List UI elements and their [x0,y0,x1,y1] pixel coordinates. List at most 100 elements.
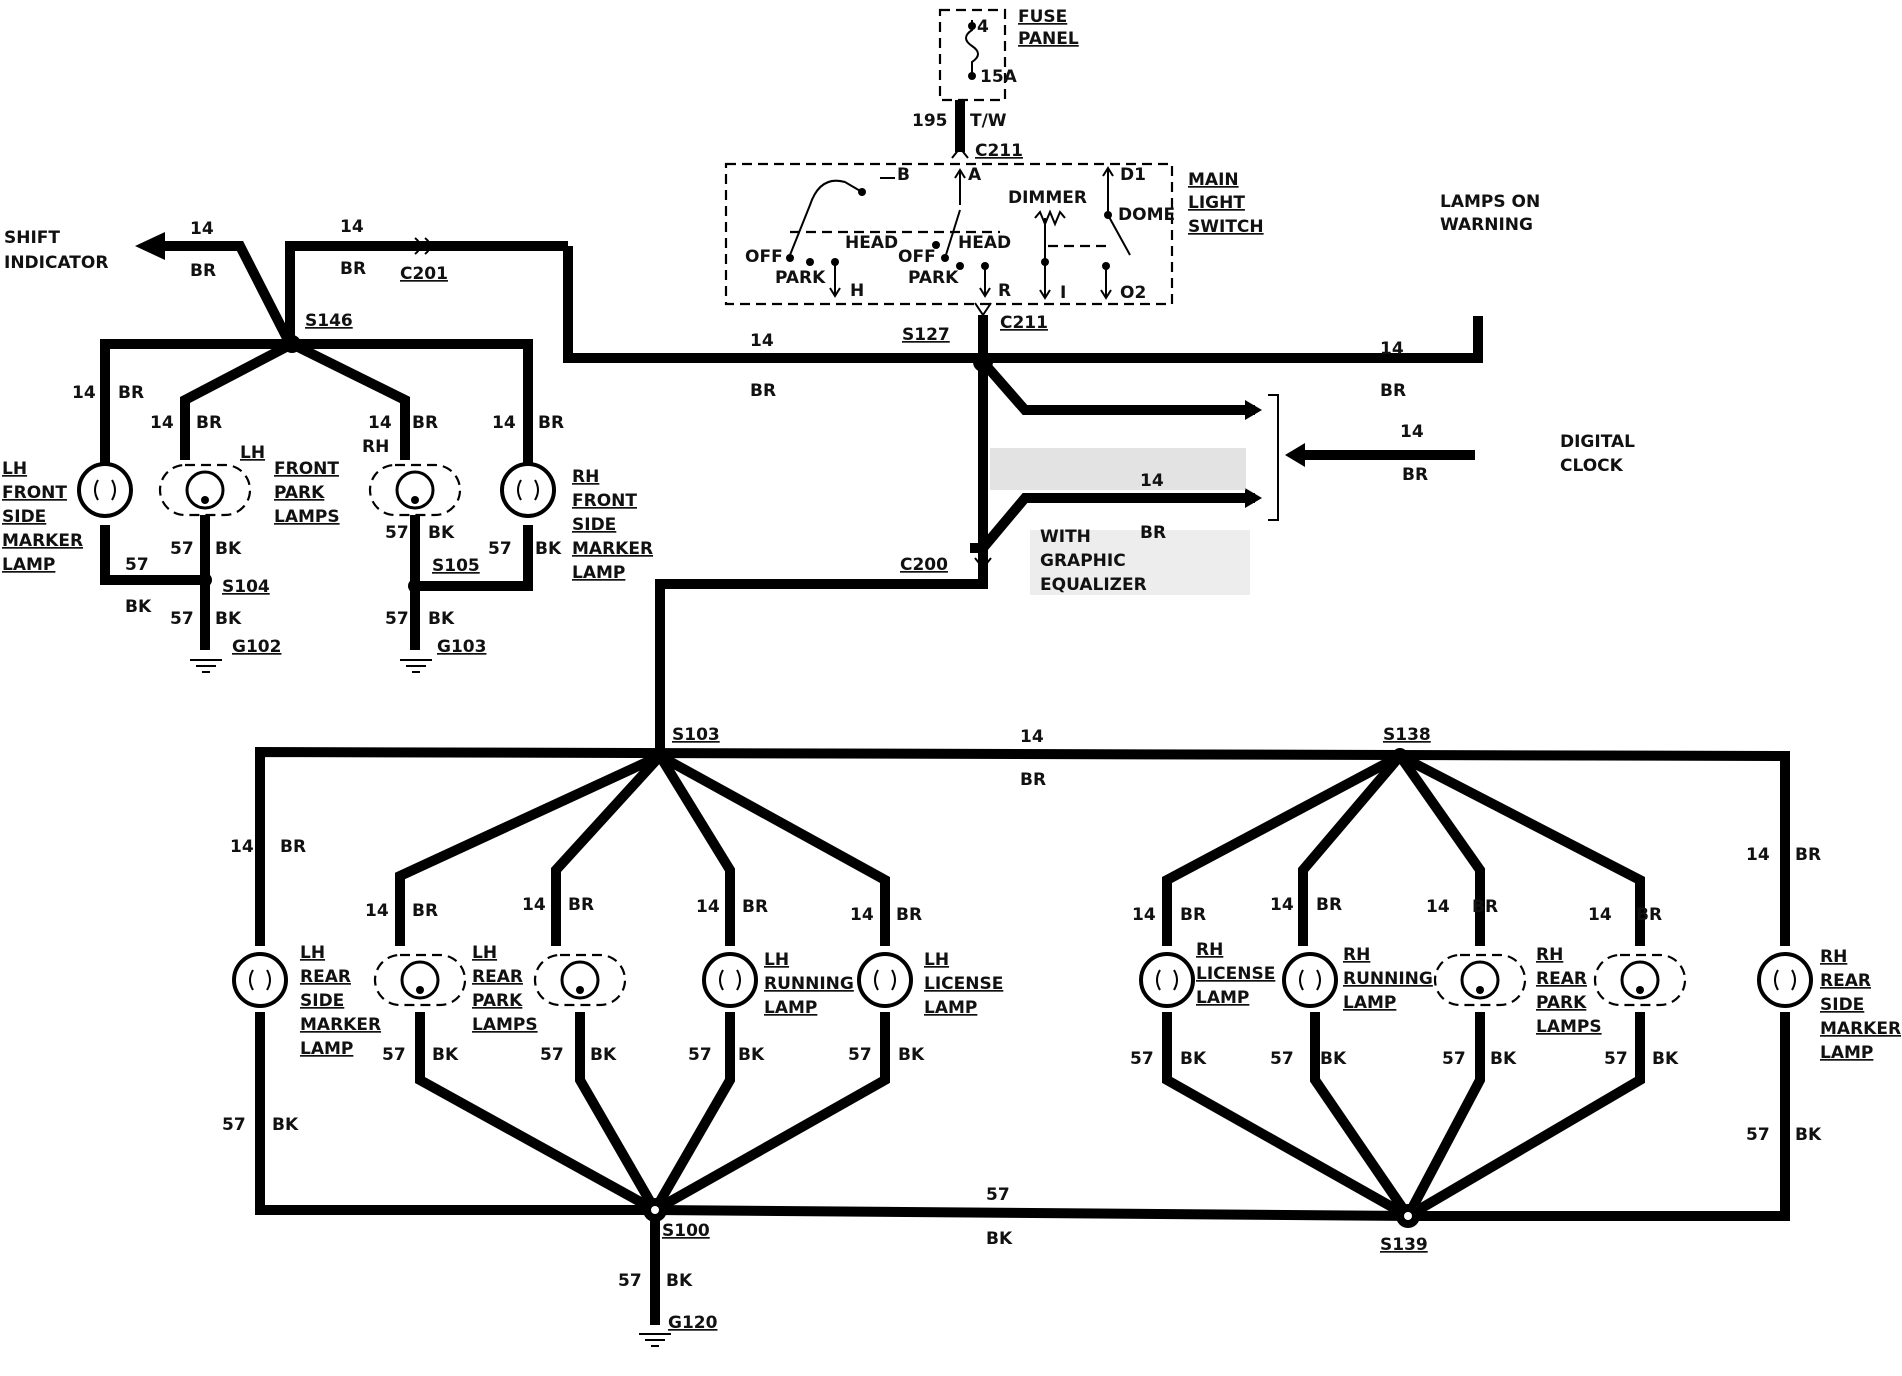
wire-br-label: BR [742,897,768,917]
wire-n57-label: 57 [1746,1125,1770,1145]
wire-n14-label: 14 [1020,727,1044,747]
fuse-panel-label-1: FUSE [1018,7,1067,27]
rh-license-lamp [1139,952,1195,1008]
lh-rear-park-lamp [373,953,467,1007]
rear_lamps-lh_park-3-label: LAMPS [472,1015,538,1035]
wire-br-label: BR [1180,905,1206,925]
front_lamps-lh_marker-3-label: MARKER [2,531,83,551]
splice-s105: S105 [432,556,480,576]
wire-bk-label: BK [986,1229,1013,1249]
lh-front-park-lamp [158,463,252,517]
wire-bk-label: BK [1490,1049,1517,1069]
switch-terminal-d1: D1 [1120,165,1146,185]
rear_lamps-lh_running-0-label: LH [764,950,789,970]
wire-rh-label: RH [362,437,389,457]
equalizer-label-1: WITH [1040,527,1091,547]
wire-n57-label: 57 [385,523,409,543]
wire-br-label: BR [1020,770,1046,790]
rear-lamp-labels: LH REAR SIDE MARKER LAMP LH REAR PARK LA… [300,940,1901,1063]
ground-g102: G102 [190,637,281,673]
wire-n57-label: 57 [1442,1049,1466,1069]
rear_lamps-rh_park-1-label: REAR [1536,969,1587,989]
switch-park-1: PARK [775,268,826,288]
wire-bk-label: BK [428,523,455,543]
fuse-pin: 4 [977,17,989,37]
wire-bk-label: BK [1180,1049,1207,1069]
rear_lamps-lh_park-1-label: REAR [472,967,523,987]
rear_lamps-rh_side_marker-0-label: RH [1820,947,1847,967]
wire-n14-label: 14 [1380,339,1404,359]
feed-circuit: 195 [912,111,948,131]
splice-s139: S139 [1380,1235,1428,1255]
wire-bk-label: BK [428,609,455,629]
wire-br-label: BR [568,895,594,915]
wire-n14-label: 14 [492,413,516,433]
front-lamp-labels: LH FRONT SIDE MARKER LAMP LH FRONT PARK … [2,383,653,629]
splice-s138: S138 [1383,725,1431,745]
rh-rear-side-marker-lamp [1757,952,1813,1008]
wire-bk-label: BK [215,609,242,629]
wire-n14-label: 14 [230,837,254,857]
switch-terminal-h: H [850,281,864,301]
wire-bk-label: BK [125,597,152,617]
rear_lamps-rh_license-1-label: LICENSE [1196,964,1275,984]
connector-c200: C200 [900,555,948,575]
wire-n14-label: 14 [1270,895,1294,915]
wire-br-label: BR [538,413,564,433]
wire-bk-label: BK [898,1045,925,1065]
grounds-g120-label: G120 [668,1313,718,1333]
rear_lamps-lh_side_marker-4-label: LAMP [300,1039,353,1059]
ground-g103: G103 [400,637,486,673]
main-light-switch: B A H OFF PARK HEAD OFF HEAD PARK R DIMM… [724,162,1264,306]
wire-br-label: BR [196,413,222,433]
digital-clock-label-1: DIGITAL [1560,432,1635,452]
front_lamps-rh_marker-1-label: FRONT [572,491,637,511]
rh-front-park-lamp [368,463,462,517]
wire-br-label: BR [1472,897,1498,917]
switch-terminal-a: A [968,165,982,185]
fuse-panel-label-2: PANEL [1018,29,1079,49]
rear_lamps-rh_side_marker-3-label: MARKER [1820,1019,1901,1039]
wire-n57-label: 57 [170,609,194,629]
rear_lamps-lh_side_marker-2-label: SIDE [300,991,344,1011]
wire-n14-label: 14 [1426,897,1450,917]
top-bus-wires: C201 WITH GRAPHIC EQUALIZER [135,232,1483,756]
switch-head-2: HEAD [958,233,1011,253]
wire-br-label: BR [118,383,144,403]
front_lamps-lh_marker-1-label: FRONT [2,483,67,503]
rear_lamps-lh_park-0-label: LH [472,943,497,963]
connector-c201: C201 [400,264,448,284]
rh-running-lamp [1282,952,1338,1008]
feed-color: T/W [970,111,1007,131]
wire-n57-label: 57 [688,1045,712,1065]
lh-rear-park-lamp-2 [533,953,627,1007]
front_lamps-lh_marker-4-label: LAMP [2,555,55,575]
rear_lamps-rh_running-0-label: RH [1343,945,1370,965]
wire-bk-label: BK [432,1045,459,1065]
splices-s127-label: S127 [902,325,950,345]
rear_lamps-lh_license-0-label: LH [924,950,949,970]
wire-n57-label: 57 [848,1045,872,1065]
wire-bk-label: BK [1795,1125,1822,1145]
wire-br-label: BR [280,837,306,857]
rear_lamps-rh_side_marker-2-label: SIDE [1820,995,1864,1015]
splices-s146-label: S146 [305,311,353,331]
wire-n14-label: 14 [368,413,392,433]
wire-n14-label: 14 [190,219,214,239]
switch-terminal-b: B [897,165,910,185]
wire-br-label: BR [896,905,922,925]
wire-br-label: BR [1795,845,1821,865]
rear-wiring: G120 S103 S138 S100 S139 [255,725,1790,1347]
wire-n57-label: 57 [1604,1049,1628,1069]
rh-front-side-marker-lamp [500,462,556,518]
switch-park-2: PARK [908,268,959,288]
connectors-c200-label: C200 [900,555,948,575]
wire-n14-label: 14 [1746,845,1770,865]
rear_lamps-rh_running-2-label: LAMP [1343,993,1396,1013]
rear_lamps-lh_license-1-label: LICENSE [924,974,1003,994]
wire-n14-label: 14 [340,217,364,237]
fuse-panel: 4 15A FUSE PANEL [938,7,1079,102]
front_lamps-lh_marker-0-label: LH [2,459,27,479]
wire-n14-label: 14 [850,905,874,925]
